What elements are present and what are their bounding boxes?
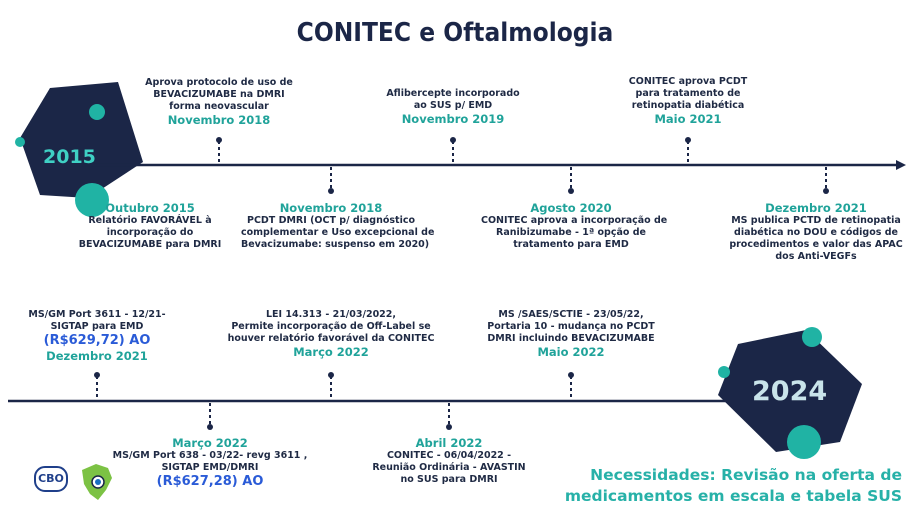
event-bottom-below-2: Abril 2022 CONITEC - 06/04/2022 - Reuniã… (364, 436, 534, 486)
decor-dot (15, 137, 25, 147)
connector (218, 141, 827, 190)
timeline-top-arrow (896, 160, 906, 170)
event-line: incorporação do (106, 227, 194, 239)
marker-dot (568, 188, 574, 194)
event-line: LEI 14.313 - 21/03/2022, (265, 309, 397, 320)
marker-dot (568, 372, 574, 378)
event-bottom-below-1: Março 2022 MS/GM Port 638 - 03/22- revg … (105, 436, 315, 490)
page-title: CONITEC e Oftalmologia (296, 18, 614, 48)
event-date: Novembro 2018 (167, 112, 271, 127)
event-line: ao SUS p/ EMD (413, 99, 493, 111)
marker-dot (94, 372, 100, 378)
marker-dot (446, 424, 452, 430)
event-line: Relatório FAVORÁVEL à (88, 215, 212, 227)
event-date: Outubro 2015 (105, 201, 195, 215)
marker-dot (328, 372, 334, 378)
needs-line: medicamentos em escala e tabela SUS (564, 486, 902, 505)
event-top-above-2: Aflibercepte incorporado ao SUS p/ EMD N… (373, 88, 533, 126)
event-line: MS/GM Port 638 - 03/22- revg 3611 , (112, 450, 308, 462)
marker-dot (207, 424, 213, 430)
event-line: CONITEC - 06/04/2022 - (386, 450, 512, 462)
event-line: DMRI incluindo BEVACIZUMABE (487, 332, 655, 344)
event-top-below-2: Novembro 2018 PCDT DMRI (OCT p/ diagnóst… (241, 201, 435, 251)
decor-dot (787, 425, 821, 459)
needs-line: Necessidades: Revisão na oferta de (590, 466, 902, 484)
event-line: BEVACIZUMABE para DMRI (78, 239, 222, 251)
event-top-below-3: Agosto 2020 CONITEC aprova a incorporaçã… (481, 201, 668, 251)
marker-dot (685, 137, 691, 143)
event-date: Maio 2021 (654, 111, 722, 126)
cbo-logo: CBO (34, 466, 68, 492)
event-line: Reunião Ordinária - AVASTIN (372, 462, 526, 474)
event-line: MS /SAES/SCTIE - 23/05/22, (498, 309, 644, 320)
event-date: Março 2022 (172, 436, 248, 450)
decor-dot (89, 104, 105, 120)
event-date: Maio 2022 (537, 344, 605, 359)
event-line: MS/GM Port 3611 - 12/21- (28, 309, 166, 320)
event-line: diabética no DOU e códigos de (734, 227, 898, 239)
event-line: no SUS para DMRI (400, 474, 498, 486)
event-date: Dezembro 2021 (46, 349, 148, 363)
event-top-above-3: CONITEC aprova PCDT para tratamento de r… (608, 76, 768, 126)
event-line: houver relatório favorável da CONITEC (227, 332, 435, 344)
event-line: Aprova protocolo de uso de (145, 77, 293, 88)
marker-dot (216, 137, 222, 143)
event-line: MS publica PCTD de retinopatia (731, 215, 901, 227)
event-line: Permite incorporação de Off-Label se (231, 320, 431, 332)
marker-dot (450, 137, 456, 143)
event-line: para tratamento de (635, 87, 741, 99)
event-date: Março 2022 (293, 344, 369, 359)
event-date: Novembro 2018 (279, 201, 383, 215)
year-2015-badge (20, 82, 143, 198)
event-top-below-4: Dezembro 2021 MS publica PCTD de retinop… (726, 201, 906, 263)
event-line: PCDT DMRI (OCT p/ diagnóstico (246, 215, 416, 227)
brazil-map-eye-icon (82, 464, 112, 500)
event-line: retinopatia diabética (631, 99, 745, 111)
decor-dot (75, 183, 109, 217)
event-date: Dezembro 2021 (765, 201, 867, 215)
event-line: Bevacizumabe: suspenso em 2020) (241, 239, 430, 251)
event-line: Aflibercepte incorporado (386, 88, 520, 99)
event-line: forma neovascular (169, 100, 269, 112)
event-bottom-above-3: MS /SAES/SCTIE - 23/05/22, Portaria 10 -… (476, 309, 666, 359)
event-line: procedimentos e valor das APAC (729, 239, 903, 251)
event-line: BEVACIZUMABE na DMRI (153, 88, 285, 100)
event-top-above-1: Aprova protocolo de uso de BEVACIZUMABE … (139, 77, 299, 127)
year-2024-badge (718, 330, 862, 452)
marker-dot (328, 188, 334, 194)
event-line: CONITEC aprova a incorporação de (481, 215, 668, 227)
decor-dot (802, 327, 822, 347)
decor-dot (718, 366, 730, 378)
event-line: tratamento para EMD (513, 239, 629, 251)
event-top-below-1: Outubro 2015 Relatório FAVORÁVEL à incor… (70, 201, 230, 251)
event-line: CONITEC aprova PCDT (628, 76, 748, 87)
event-date: Novembro 2019 (401, 111, 505, 126)
event-line: dos Anti-VEGFs (775, 251, 857, 262)
year-end-label: 2024 (752, 376, 828, 407)
event-bottom-above-2: LEI 14.313 - 21/03/2022, Permite incorpo… (226, 309, 436, 359)
event-price: (R$629,72) AO (43, 332, 151, 348)
event-line: Portaria 10 - mudança no PCDT (487, 320, 655, 332)
year-start-label: 2015 (43, 146, 96, 168)
event-line: SIGTAP para EMD (50, 320, 144, 332)
event-line: SIGTAP EMD/DMRI (161, 462, 259, 474)
event-price: (R$627,28) AO (156, 474, 264, 490)
needs-text: Necessidades: Revisão na oferta de medic… (565, 465, 902, 507)
event-line: Ranibizumabe - 1ª opção de (496, 227, 646, 239)
event-line: complementar e Uso excepcional de (241, 227, 435, 239)
event-bottom-above-1: MS/GM Port 3611 - 12/21- SIGTAP para EMD… (17, 309, 177, 363)
event-date: Agosto 2020 (530, 201, 612, 215)
event-date: Abril 2022 (415, 436, 483, 450)
marker-dot (823, 188, 829, 194)
